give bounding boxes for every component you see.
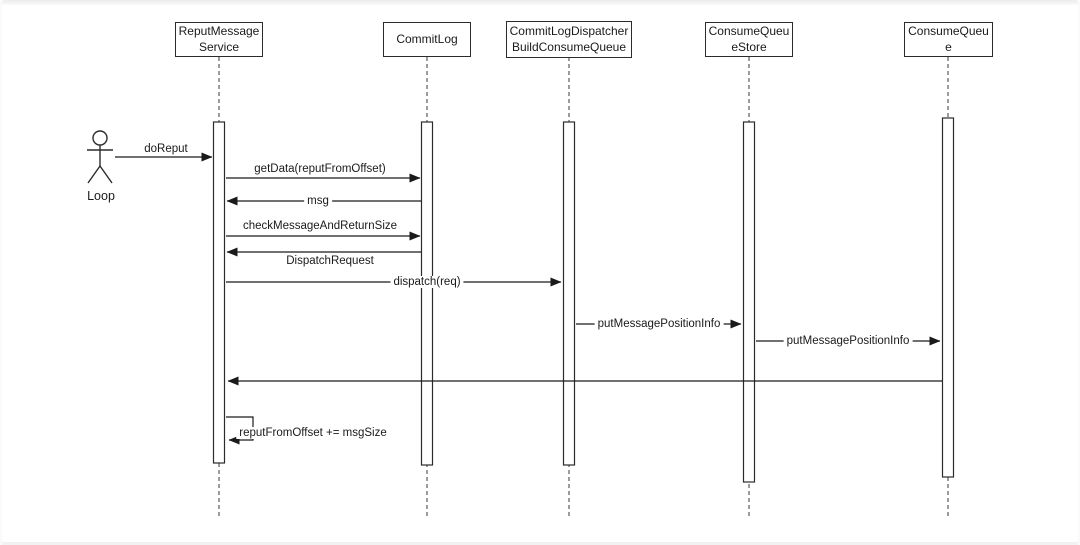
participant-label: CommitLog (396, 31, 458, 46)
window-top-edge (0, 0, 1080, 5)
window-left-edge (0, 0, 2, 545)
participant-label: ReputMessage Service (178, 24, 260, 54)
participant-label: CommitLogDispatcher BuildConsumeQueue (509, 24, 629, 54)
activation-bar-commitlogdispatcher (562, 121, 576, 466)
message-arrows (115, 152, 942, 445)
participant-box-commitlog: CommitLog (383, 22, 471, 57)
message-label-doreput: doReput (144, 143, 188, 155)
message-label-putmessagepositioninfo-1: putMessagePositionInfo (594, 318, 724, 330)
lifeline-dashed-lines (218, 57, 949, 517)
participant-box-commitlogdispatcher: CommitLogDispatcher BuildConsumeQueue (506, 21, 632, 58)
activation-bar-reputmessageservice (212, 121, 226, 464)
participant-box-reputmessageservice: ReputMessage Service (175, 22, 263, 57)
participant-box-consumequeue: ConsumeQueu e (904, 22, 993, 57)
message-label-putmessagepositioninfo-2: putMessagePositionInfo (783, 335, 913, 347)
message-label-msg: msg (304, 195, 332, 207)
message-label-checkmessage: checkMessageAndReturnSize (242, 220, 398, 232)
actor-label: Loop (87, 189, 115, 203)
message-label-self-loop: reputFromOffset += msgSize (236, 427, 390, 439)
activation-bars (212, 117, 955, 483)
participant-label: ConsumeQueu eStore (708, 24, 790, 54)
activation-bar-consumequeue (941, 117, 955, 478)
activation-bar-consumequeuestore (742, 121, 756, 483)
window-bottom-edge (0, 542, 1080, 545)
message-label-dispatch-req: dispatch(req) (390, 276, 464, 288)
message-label-getdata: getData(reputFromOffset) (254, 163, 386, 175)
participant-label: ConsumeQueu e (908, 24, 989, 54)
activation-bar-commitlog (420, 121, 434, 466)
actor-icon (87, 130, 113, 184)
participant-box-consumequeuestore: ConsumeQueu eStore (705, 22, 793, 57)
message-label-dispatchrequest: DispatchRequest (286, 255, 374, 267)
window-right-edge (1078, 0, 1080, 545)
